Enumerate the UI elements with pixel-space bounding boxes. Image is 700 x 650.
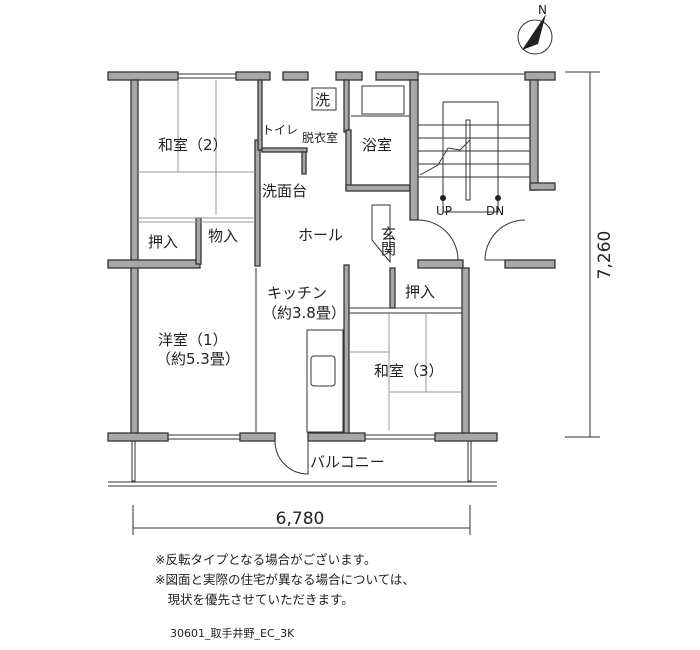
room-entrance-label: 玄関 [379, 226, 397, 257]
closet-left-label: 押入 [148, 233, 178, 251]
washer-label: 洗 [315, 91, 330, 109]
stairs [418, 101, 530, 213]
note-3: 現状を優先させていただきます。 [155, 592, 354, 607]
room-kitchen-label: キッチン [267, 284, 327, 302]
room-toilet-label: トイレ [262, 123, 298, 137]
room-washitsu3-label: 和室（3） [374, 362, 444, 380]
north-label: N [538, 3, 547, 17]
room-youshitsu1-label: 洋室（1） [158, 331, 228, 349]
closet-right-label: 押入 [405, 283, 435, 301]
walls [107, 71, 556, 487]
stairs-up-label: UP [436, 204, 452, 218]
washbasin-label: 洗面台 [262, 182, 307, 200]
height-dimension: 7,260 [595, 231, 615, 280]
stairs-down-label: DN [486, 204, 504, 218]
room-bath-label: 浴室 [362, 136, 392, 154]
caption: 30601_取手井野_EC_3K [170, 627, 295, 640]
note-2: ※図面と実際の住宅が異なる場合については、 [155, 572, 415, 587]
room-washitsu2-label: 和室（2） [158, 136, 228, 154]
note-1: ※反転タイプとなる場合がございます。 [155, 552, 377, 567]
kitchen-size-label: （約3.8畳） [262, 304, 346, 322]
north-arrow-icon: N [517, 3, 553, 55]
youshitsu1-size-label: （約5.3畳） [156, 350, 240, 368]
dimension-vertical: 7,260 [565, 71, 615, 438]
balcony-label: バルコニー [310, 453, 385, 471]
width-dimension: 6,780 [276, 509, 325, 529]
room-dressing-label: 脱衣室 [302, 130, 338, 145]
dimension-horizontal: 6,780 [132, 505, 471, 535]
room-hall-label: ホール [298, 226, 343, 244]
storage-label: 物入 [208, 227, 238, 245]
